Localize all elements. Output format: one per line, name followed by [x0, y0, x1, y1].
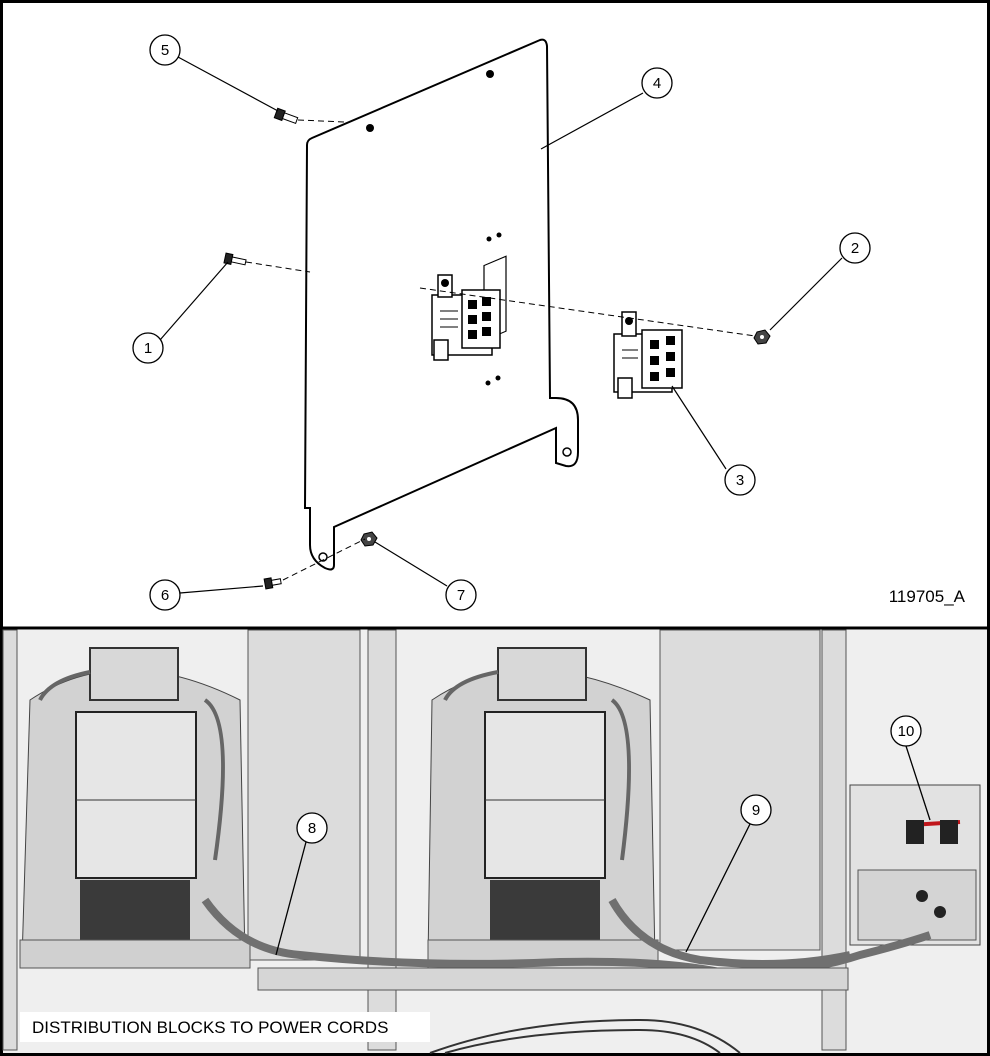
callout-5: 5	[149, 34, 181, 66]
screw-icon	[263, 577, 282, 590]
photo-unit-right	[427, 647, 659, 969]
assembly-line	[245, 119, 756, 581]
svg-text:10: 10	[898, 723, 915, 740]
photo-unit-left	[19, 647, 251, 969]
exploded-view: 1 2 3 4 5 6 7 119705_A	[132, 34, 966, 611]
svg-text:3: 3	[736, 472, 744, 489]
screw-icon	[223, 252, 247, 266]
callout-3: 3	[724, 464, 756, 496]
callout-6: 6	[149, 579, 181, 611]
svg-text:5: 5	[161, 42, 169, 59]
screw-icon	[273, 107, 299, 124]
callout-8: 8	[296, 812, 328, 844]
svg-text:9: 9	[752, 802, 760, 819]
caption-box: DISTRIBUTION BLOCKS TO POWER CORDS	[20, 1012, 430, 1042]
photo-section: 8 9 10 DISTRIBUTION BLOCKS TO POWER CORD…	[2, 629, 987, 1054]
callout-2: 2	[839, 232, 871, 264]
nut-icon	[360, 531, 378, 547]
svg-text:4: 4	[653, 75, 661, 92]
svg-text:2: 2	[851, 240, 859, 257]
callout-9: 9	[740, 794, 772, 826]
callout-7: 7	[445, 579, 477, 611]
power-cords	[201, 897, 932, 977]
leader-lines	[159, 56, 843, 594]
distribution-block-icon	[613, 311, 683, 399]
callout-4: 4	[641, 67, 673, 99]
callout-10: 10	[890, 715, 922, 747]
svg-text:8: 8	[308, 820, 316, 837]
distribution-block-box	[849, 784, 981, 946]
distribution-block-icon	[431, 274, 501, 361]
nut-icon	[753, 329, 771, 345]
svg-text:1: 1	[144, 340, 152, 357]
svg-text:7: 7	[457, 587, 465, 604]
svg-text:6: 6	[161, 587, 169, 604]
document-id: 119705_A	[889, 587, 966, 606]
svg-text:DISTRIBUTION BLOCKS TO POWER C: DISTRIBUTION BLOCKS TO POWER CORDS	[32, 1018, 388, 1037]
callout-1: 1	[132, 332, 164, 364]
